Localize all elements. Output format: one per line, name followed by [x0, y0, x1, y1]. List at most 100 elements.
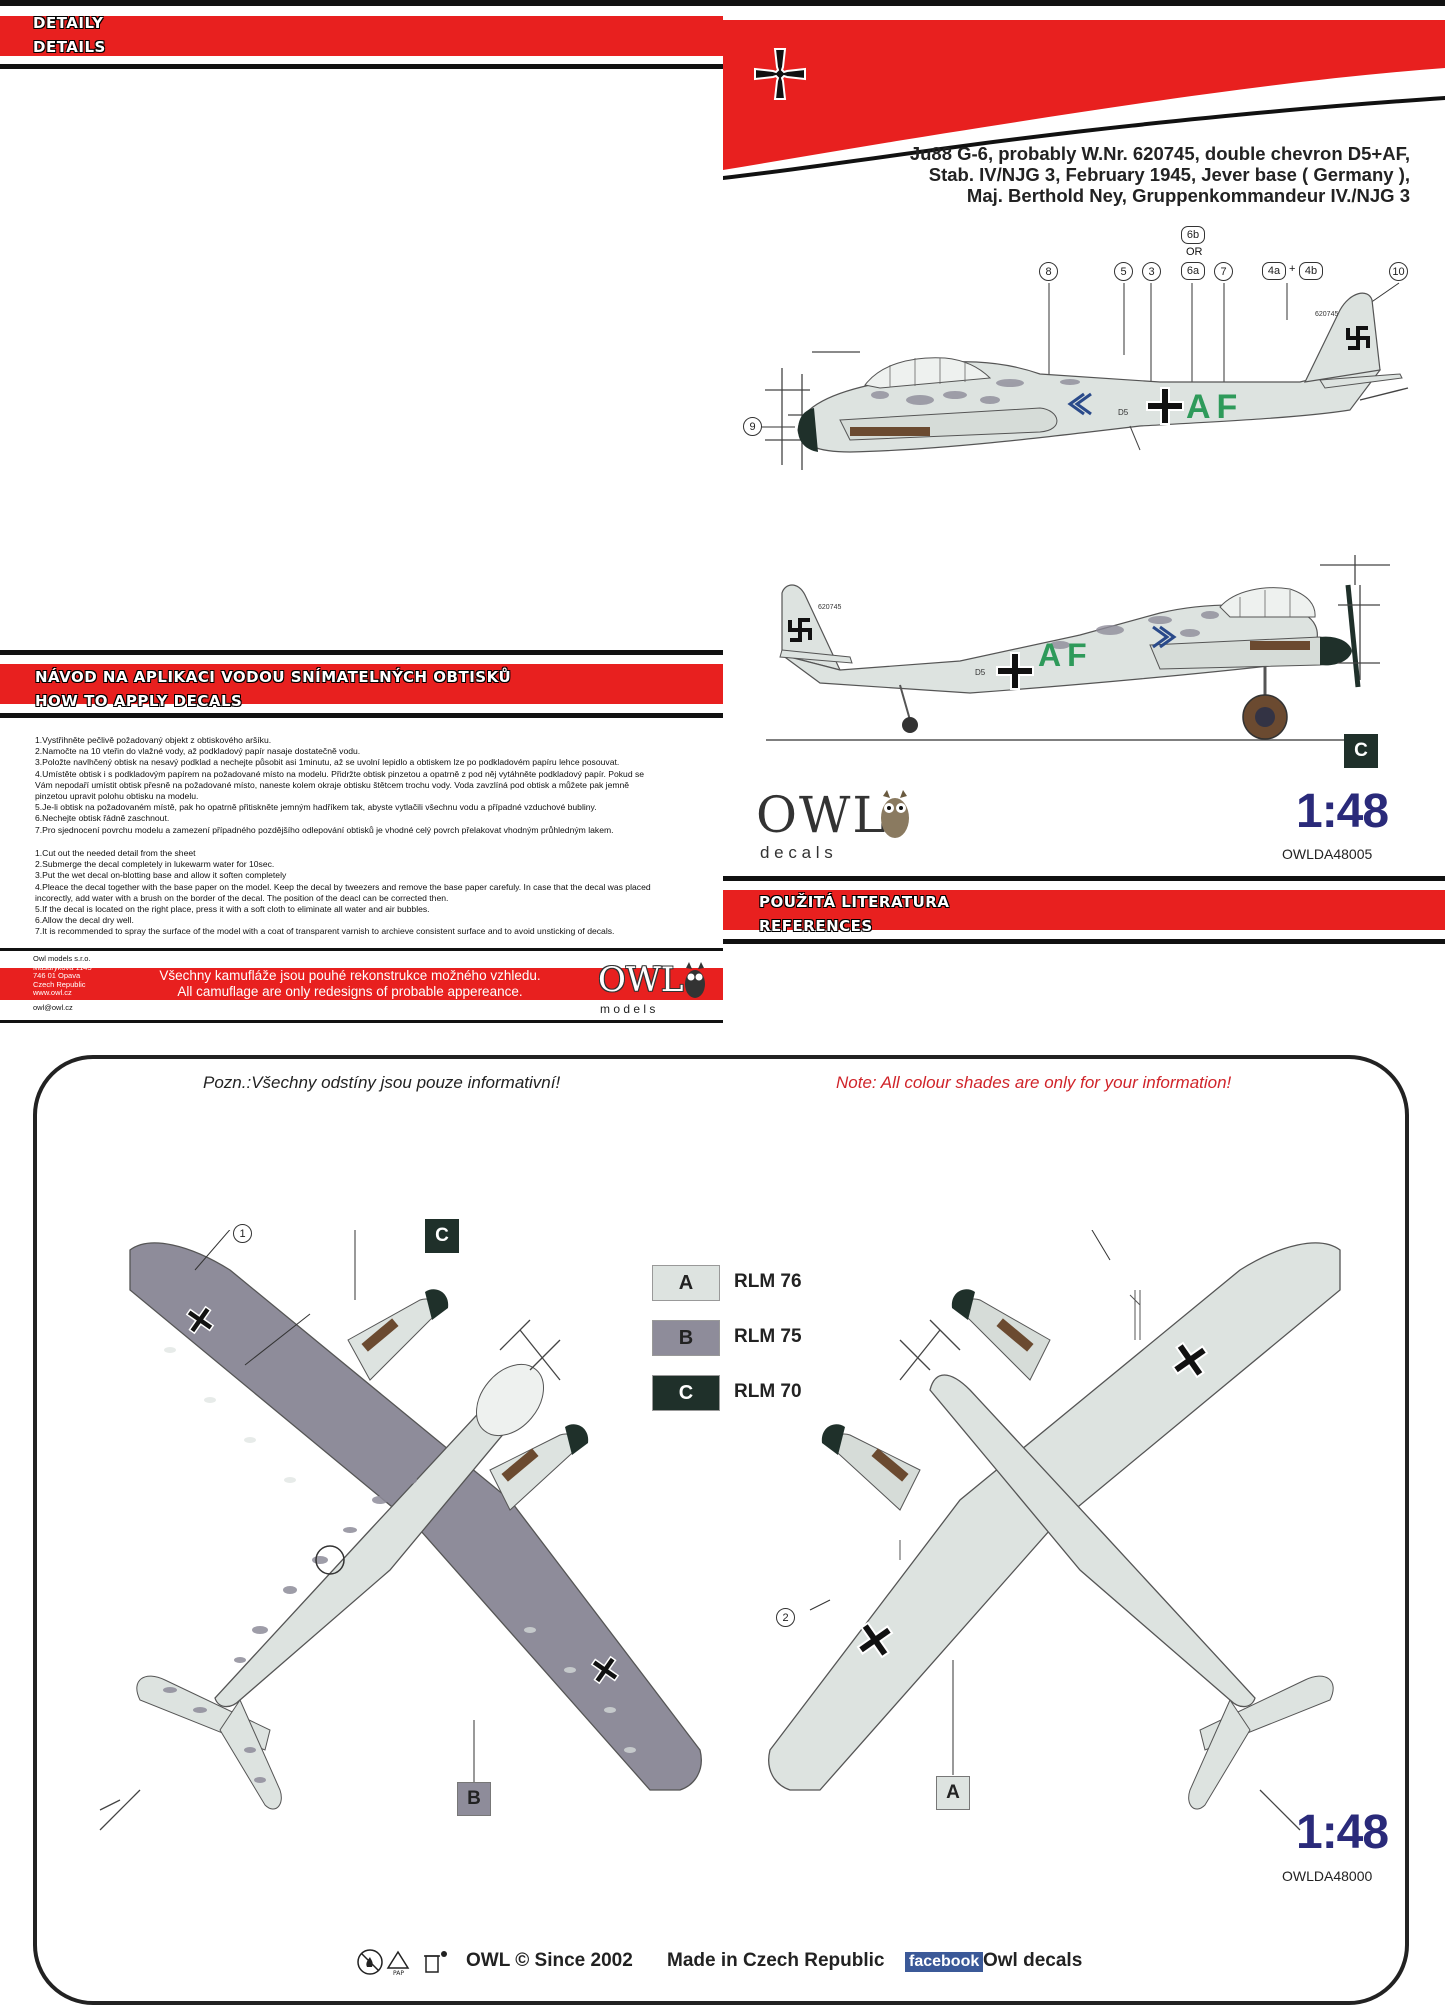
aircraft-top-view [99, 1230, 702, 1831]
banner-stripe-black [723, 876, 1445, 881]
instruction-line: 2.Submerge the decal completely in lukew… [35, 859, 275, 870]
company-address: Owl models s.r.o. Masarykova 1145 746 01… [33, 954, 92, 1013]
callout-or: OR [1186, 246, 1203, 258]
instruction-line: 4.Pleace the decal together with the bas… [35, 881, 651, 892]
company-line: Owl models s.r.o. [33, 954, 91, 963]
swatch-label-a: RLM 76 [734, 1271, 802, 1292]
callout-plus: + [1289, 263, 1296, 275]
aircraft-side-profile-mirrored [766, 555, 1390, 741]
title-line: Stab. IV/NJG 3, February 1945, Jever bas… [928, 164, 1410, 185]
instruction-line: 7.It is recommended to spray the surface… [35, 926, 615, 937]
banner-stripe-black [0, 1020, 723, 1023]
banner-stripe-black [0, 650, 723, 655]
aircraft-title: Ju88 G-6, probably W.Nr. 620745, double … [910, 143, 1410, 206]
owl-decals-logo: OWL [756, 786, 888, 844]
disclaimer-stripe-red [0, 968, 723, 1000]
banner-stripe-red [0, 664, 723, 704]
swatch-label-c: RLM 70 [734, 1381, 802, 1402]
instructions-en: 1.Cut out the needed detail from the she… [35, 848, 655, 938]
fuselage-code-mirrored: AF [1038, 637, 1093, 673]
swatch-label-b: RLM 75 [734, 1326, 802, 1347]
callout-4b: 4b [1299, 262, 1323, 280]
fuselage-code: AF [1186, 388, 1244, 426]
banner-stripe-black [723, 939, 1445, 944]
note-en: Note: All colour shades are only for you… [836, 1073, 1232, 1092]
instruction-line: incorectly, add water with a brush on th… [35, 892, 449, 903]
instruction-line: 2.Namočte na 10 vteřin do vlažné vody, a… [35, 746, 361, 757]
banner-stripe-black [0, 0, 723, 6]
banner-label-cz: NÁVOD NA APLIKACI VODOU SNÍMATELNÝCH OBT… [35, 668, 512, 686]
callout-9: 9 [743, 417, 762, 436]
scale-label: 1:48 [1296, 785, 1389, 838]
instruction-line: 6.Allow the decal dry well. [35, 915, 134, 926]
company-line: owl@owl.cz [33, 1002, 73, 1012]
company-line: 746 01 Opava [33, 971, 81, 981]
callout-6a: 6a [1181, 262, 1205, 280]
iron-cross-icon [754, 48, 806, 100]
callout-7: 7 [1214, 262, 1233, 281]
instruction-line: 5.Je-li obtisk na požadovaném místě, pak… [35, 802, 597, 813]
tag-a: A [936, 1776, 970, 1810]
callout-10: 10 [1389, 262, 1408, 281]
instruction-line: pinzetou upravit polohu obtisku na model… [35, 791, 199, 802]
banner-label-cz: DETAILY [33, 14, 104, 32]
banner-label-en: HOW TO APPLY DECALS [35, 692, 243, 710]
owl-icon [881, 790, 909, 838]
instruction-line: 4.Umístěte obtisk i s podkladovým papíre… [35, 768, 645, 779]
fuselage-prefix-mirrored: D5 [975, 668, 986, 677]
callout-5: 5 [1114, 262, 1133, 281]
title-line: Maj. Berthold Ney, Gruppenkommandeur IV.… [966, 185, 1410, 206]
recycle-icon: PAP [386, 1950, 410, 1976]
instruction-line: 3.Položte navlhčený obtisk na nesavý pod… [35, 757, 620, 768]
plan-frame [33, 1055, 1409, 2005]
disclaimer-en: All camuflage are only redesigns of prob… [177, 984, 523, 999]
callout-2: 2 [776, 1608, 795, 1627]
callout-6b: 6b [1181, 226, 1205, 244]
swoosh-graphic [723, 0, 1445, 180]
copyright: OWL © Since 2002 [466, 1950, 633, 1971]
scale-label-plan: 1:48 [1296, 1806, 1389, 1859]
owl-models-sub: m o d e l s [600, 1002, 656, 1016]
callout-4a: 4a [1262, 262, 1286, 280]
banner-stripe-red [723, 890, 1445, 930]
no-burning-icon [357, 1949, 383, 1975]
banner-label-cz: POUŽITÁ LITERATURA [759, 893, 950, 911]
company-line: www.owl.cz [33, 988, 72, 998]
tag-c: C [425, 1219, 459, 1253]
instruction-line: 1.Cut out the needed detail from the she… [35, 848, 196, 858]
owl-decals-sub: d e c a l s [760, 843, 833, 862]
callout-1: 1 [233, 1224, 252, 1243]
profile-color-tag: C [1344, 734, 1378, 768]
instruction-line: Vám nepodaří umístit obtisk přesně na po… [35, 779, 630, 790]
facebook-icon[interactable]: facebook [905, 1952, 984, 1972]
disclaimer: Všechny kamufláže jsou pouhé rekonstrukc… [110, 968, 590, 1000]
title-line: Ju88 G-6, probably W.Nr. 620745, double … [909, 143, 1410, 164]
fuselage-prefix: D5 [1118, 408, 1129, 417]
banner-stripe-black [0, 713, 723, 718]
banner-stripe-black [0, 64, 723, 69]
swatch-c: C [652, 1375, 720, 1411]
svg-text:PAP: PAP [393, 1970, 404, 1976]
tag-b: B [457, 1782, 491, 1816]
callout-8: 8 [1039, 262, 1058, 281]
company-line: Masarykova 1145 [33, 962, 92, 972]
instruction-line: 1.Vystřihněte pečlivě požadovaný objekt … [35, 735, 272, 745]
brand-name: Owl decals [983, 1950, 1083, 1971]
banner-stripe-black [0, 948, 723, 951]
instruction-line: 6.Nechejte obtisk řádně zaschnout. [35, 813, 170, 824]
banner-label-en: REFERENCES [759, 917, 873, 935]
note-cz: Pozn.:Všechny odstíny jsou pouze informa… [203, 1073, 561, 1092]
product-code: OWLDA48005 [1282, 846, 1373, 862]
instructions-cz: 1.Vystřihněte pečlivě požadovaný objekt … [35, 735, 655, 836]
instruction-line: 3.Put the wet decal on-blotting base and… [35, 870, 287, 881]
owl-models-logo: OWL [598, 960, 684, 1000]
callout-3: 3 [1142, 262, 1161, 281]
tail-code: 620745 [1315, 311, 1339, 318]
made-in: Made in Czech Republic [667, 1950, 885, 1971]
tail-code-mirrored: 620745 [818, 604, 842, 611]
product-code-plan: OWLDA48000 [1282, 1868, 1373, 1884]
swatch-b: B [652, 1320, 720, 1356]
instruction-line: 5.If the decal is located on the right p… [35, 904, 430, 915]
instruction-line: 7.Pro sjednocení povrchu modelu a zameze… [35, 824, 614, 835]
recycling-icons: PAP [357, 1949, 447, 1976]
